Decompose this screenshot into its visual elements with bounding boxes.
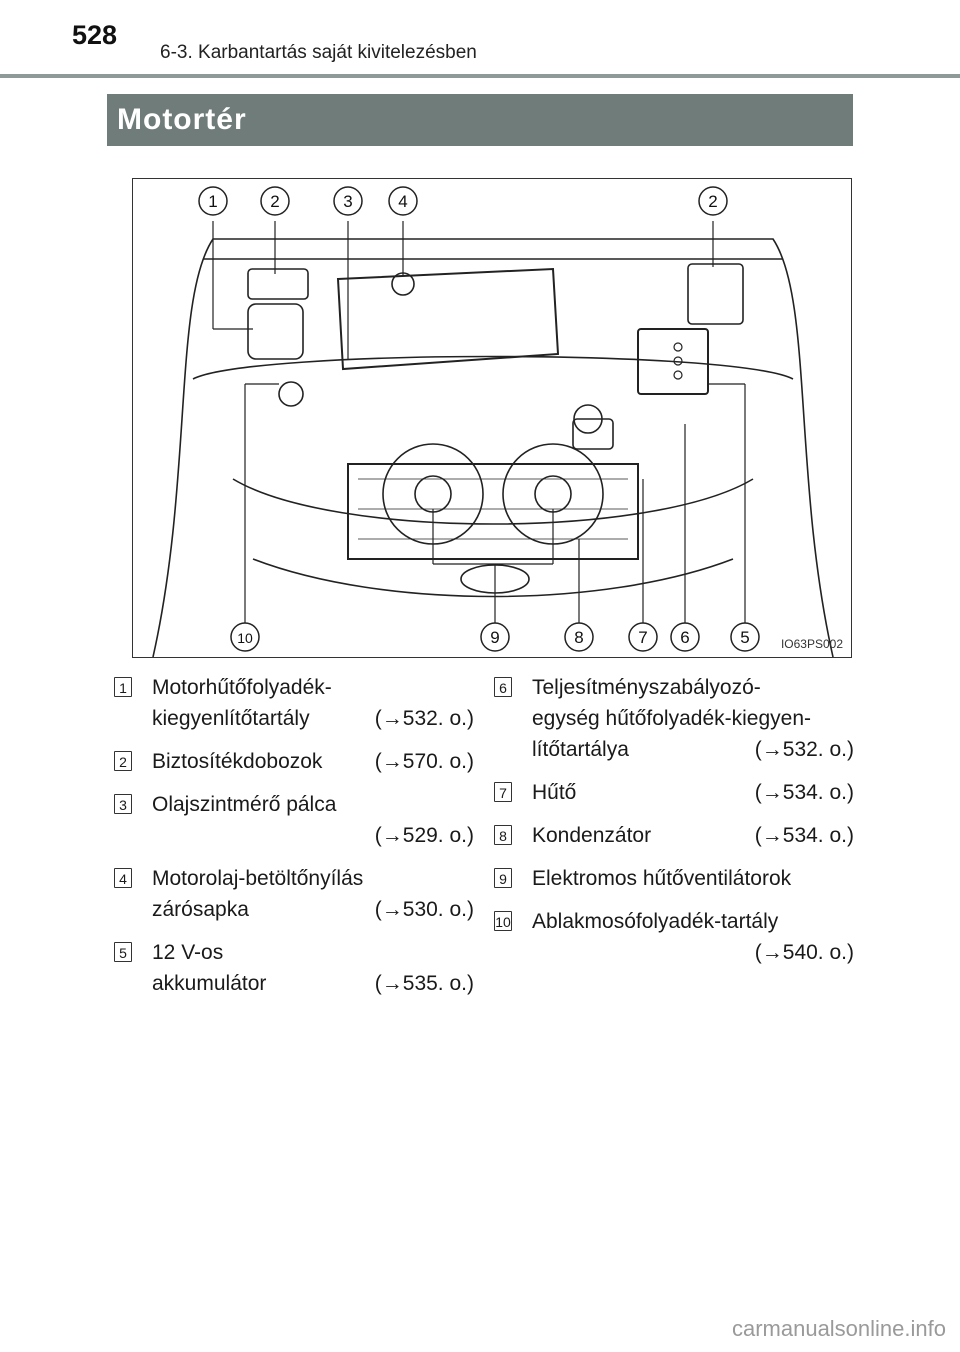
legend-number: 9 <box>494 868 512 888</box>
header-rule <box>0 74 960 78</box>
callout-8: 8 <box>574 628 583 647</box>
legend-label: 12 V-os akkumulátor (→535. o.) <box>152 937 474 999</box>
legend-item: 3 Olajszintmérő pálca (→529. o.) <box>114 789 474 851</box>
page-reference: (→540. o.) <box>754 941 854 964</box>
legend-item: 2 Biztosítékdobozok (→570. o.) <box>114 746 474 777</box>
page-reference: (→532. o.) <box>374 707 474 730</box>
legend-item: 1 Motorhűtőfolyadék-kiegyenlítőtartály (→5… <box>114 672 474 734</box>
battery <box>637 328 709 395</box>
page-reference: (→529. o.) <box>374 824 474 847</box>
page-reference: (→532. o.) <box>754 738 854 761</box>
callout-5: 5 <box>740 628 749 647</box>
engine-compartment-figure: 1 2 3 4 2 10 9 8 7 6 5 IO63PS002 <box>132 178 852 658</box>
legend-line: akkumulátor <box>152 972 267 995</box>
radiator <box>347 463 639 560</box>
legend-line: 12 V-os <box>152 941 224 964</box>
callout-1: 1 <box>208 192 217 211</box>
legend-number: 7 <box>494 782 512 802</box>
legend-line: Kondenzátor <box>532 824 652 847</box>
page-reference: (→535. o.) <box>374 972 474 995</box>
legend-line: kiegyenlítőtartály <box>152 707 310 730</box>
legend-label: Elektromos hűtőventilátorok <box>532 863 854 894</box>
legend-item: 8 Kondenzátor (→534. o.) <box>494 820 854 851</box>
legend-list-left: 1 Motorhűtőfolyadék-kiegyenlítőtartály (→5… <box>114 672 474 1011</box>
legend-number: 4 <box>114 868 132 888</box>
legend-list-right: 6 Teljesítményszabályozó-egység hűtőfolya… <box>494 672 854 980</box>
legend-line: Teljesítményszabályozó- <box>532 676 761 699</box>
legend-line: Motorhűtőfolyadék- <box>152 676 332 699</box>
coolant-reservoir <box>247 303 304 360</box>
page-reference: (→534. o.) <box>754 781 854 804</box>
legend-number: 5 <box>114 942 132 962</box>
callout-2-left: 2 <box>270 192 279 211</box>
callout-10: 10 <box>237 630 253 646</box>
callout-7: 7 <box>638 628 647 647</box>
legend-line: zárósapka <box>152 898 249 921</box>
engine-illustration: 1 2 3 4 2 10 9 8 7 6 5 <box>152 186 834 657</box>
callout-9: 9 <box>490 628 499 647</box>
section-header: 6-3. Karbantartás saját kivitelezésben <box>160 42 477 63</box>
legend-number: 1 <box>114 677 132 697</box>
legend-line: Elektromos hűtőventilátorok <box>532 867 792 890</box>
legend-number: 10 <box>494 911 512 931</box>
legend-number: 8 <box>494 825 512 845</box>
legend-label: Kondenzátor (→534. o.) <box>532 820 854 851</box>
legend-number: 6 <box>494 677 512 697</box>
legend-label: Biztosítékdobozok (→570. o.) <box>152 746 474 777</box>
watermark: carmanualsonline.info <box>731 1316 946 1341</box>
legend-number: 3 <box>114 794 132 814</box>
legend-label: Motorhűtőfolyadék-kiegyenlítőtartály (→53… <box>152 672 474 734</box>
legend-label: Motorolaj-betöltőnyílás zárósapka (→530. o… <box>152 863 474 925</box>
section-title: Motortér <box>107 94 853 146</box>
engine-cover <box>336 267 560 371</box>
legend-item: 9 Elektromos hűtőventilátorok <box>494 863 854 894</box>
legend-line: lítőtartálya <box>532 738 629 761</box>
page-reference: (→570. o.) <box>374 750 474 773</box>
page-number: 528 <box>72 20 118 50</box>
callout-2-right: 2 <box>708 192 717 211</box>
page-reference: (→534. o.) <box>754 824 854 847</box>
legend-line: Olajszintmérő pálca <box>152 793 337 816</box>
legend-line: Ablakmosófolyadék-tartály <box>532 910 779 933</box>
legend-number: 2 <box>114 751 132 771</box>
legend-item: 5 12 V-os akkumulátor (→535. o.) <box>114 937 474 999</box>
legend-label: Ablakmosófolyadék-tartály (→540. o.) <box>532 906 854 968</box>
fuse-box-left <box>247 268 309 300</box>
figure-code: IO63PS002 <box>780 637 843 651</box>
legend-label: Olajszintmérő pálca (→529. o.) <box>152 789 474 851</box>
callout-3: 3 <box>343 192 352 211</box>
legend-item: 4 Motorolaj-betöltőnyílás zárósapka (→530. … <box>114 863 474 925</box>
legend-item: 10 Ablakmosófolyadék-tartály (→540. o.) <box>494 906 854 968</box>
legend-line: Motorolaj-betöltőnyílás <box>152 867 364 890</box>
legend-line: egység hűtőfolyadék-kiegyen- <box>532 707 812 730</box>
washer-cap <box>278 381 304 407</box>
fuse-box-right <box>687 263 744 325</box>
callout-6: 6 <box>680 628 689 647</box>
legend-line: Hűtő <box>532 781 577 804</box>
legend-line: Biztosítékdobozok <box>152 750 323 773</box>
legend-label: Teljesítményszabályozó-egység hűtőfolyad… <box>532 672 854 765</box>
page-reference: (→530. o.) <box>374 898 474 921</box>
legend-label: Hűtő (→534. o.) <box>532 777 854 808</box>
legend-item: 7 Hűtő (→534. o.) <box>494 777 854 808</box>
legend-item: 6 Teljesítményszabályozó-egység hűtőfolya… <box>494 672 854 765</box>
callout-4: 4 <box>398 192 407 211</box>
